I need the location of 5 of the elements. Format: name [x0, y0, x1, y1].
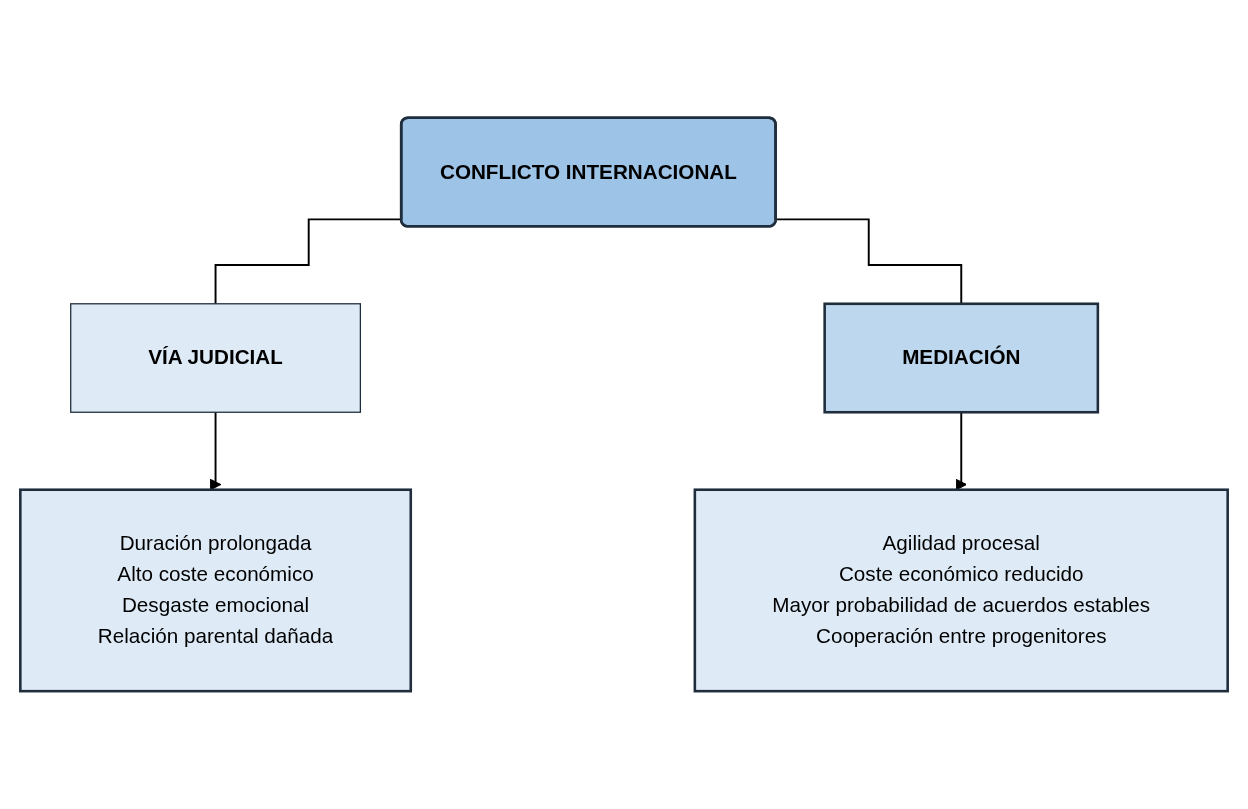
- node-box: Agilidad procesal Coste económico reducido Mayor probabilidad de acuerdos estables Cooperación entre progenitores: [693, 488, 1229, 693]
- node-box: VÍA JUDICIAL: [70, 303, 361, 413]
- node-box: Duración prolongada Alto coste económico Desgaste emocional Relación parental dañada: [19, 488, 413, 693]
- node-box: MEDIACIÓN: [823, 302, 1100, 414]
- connector: [214, 218, 403, 305]
